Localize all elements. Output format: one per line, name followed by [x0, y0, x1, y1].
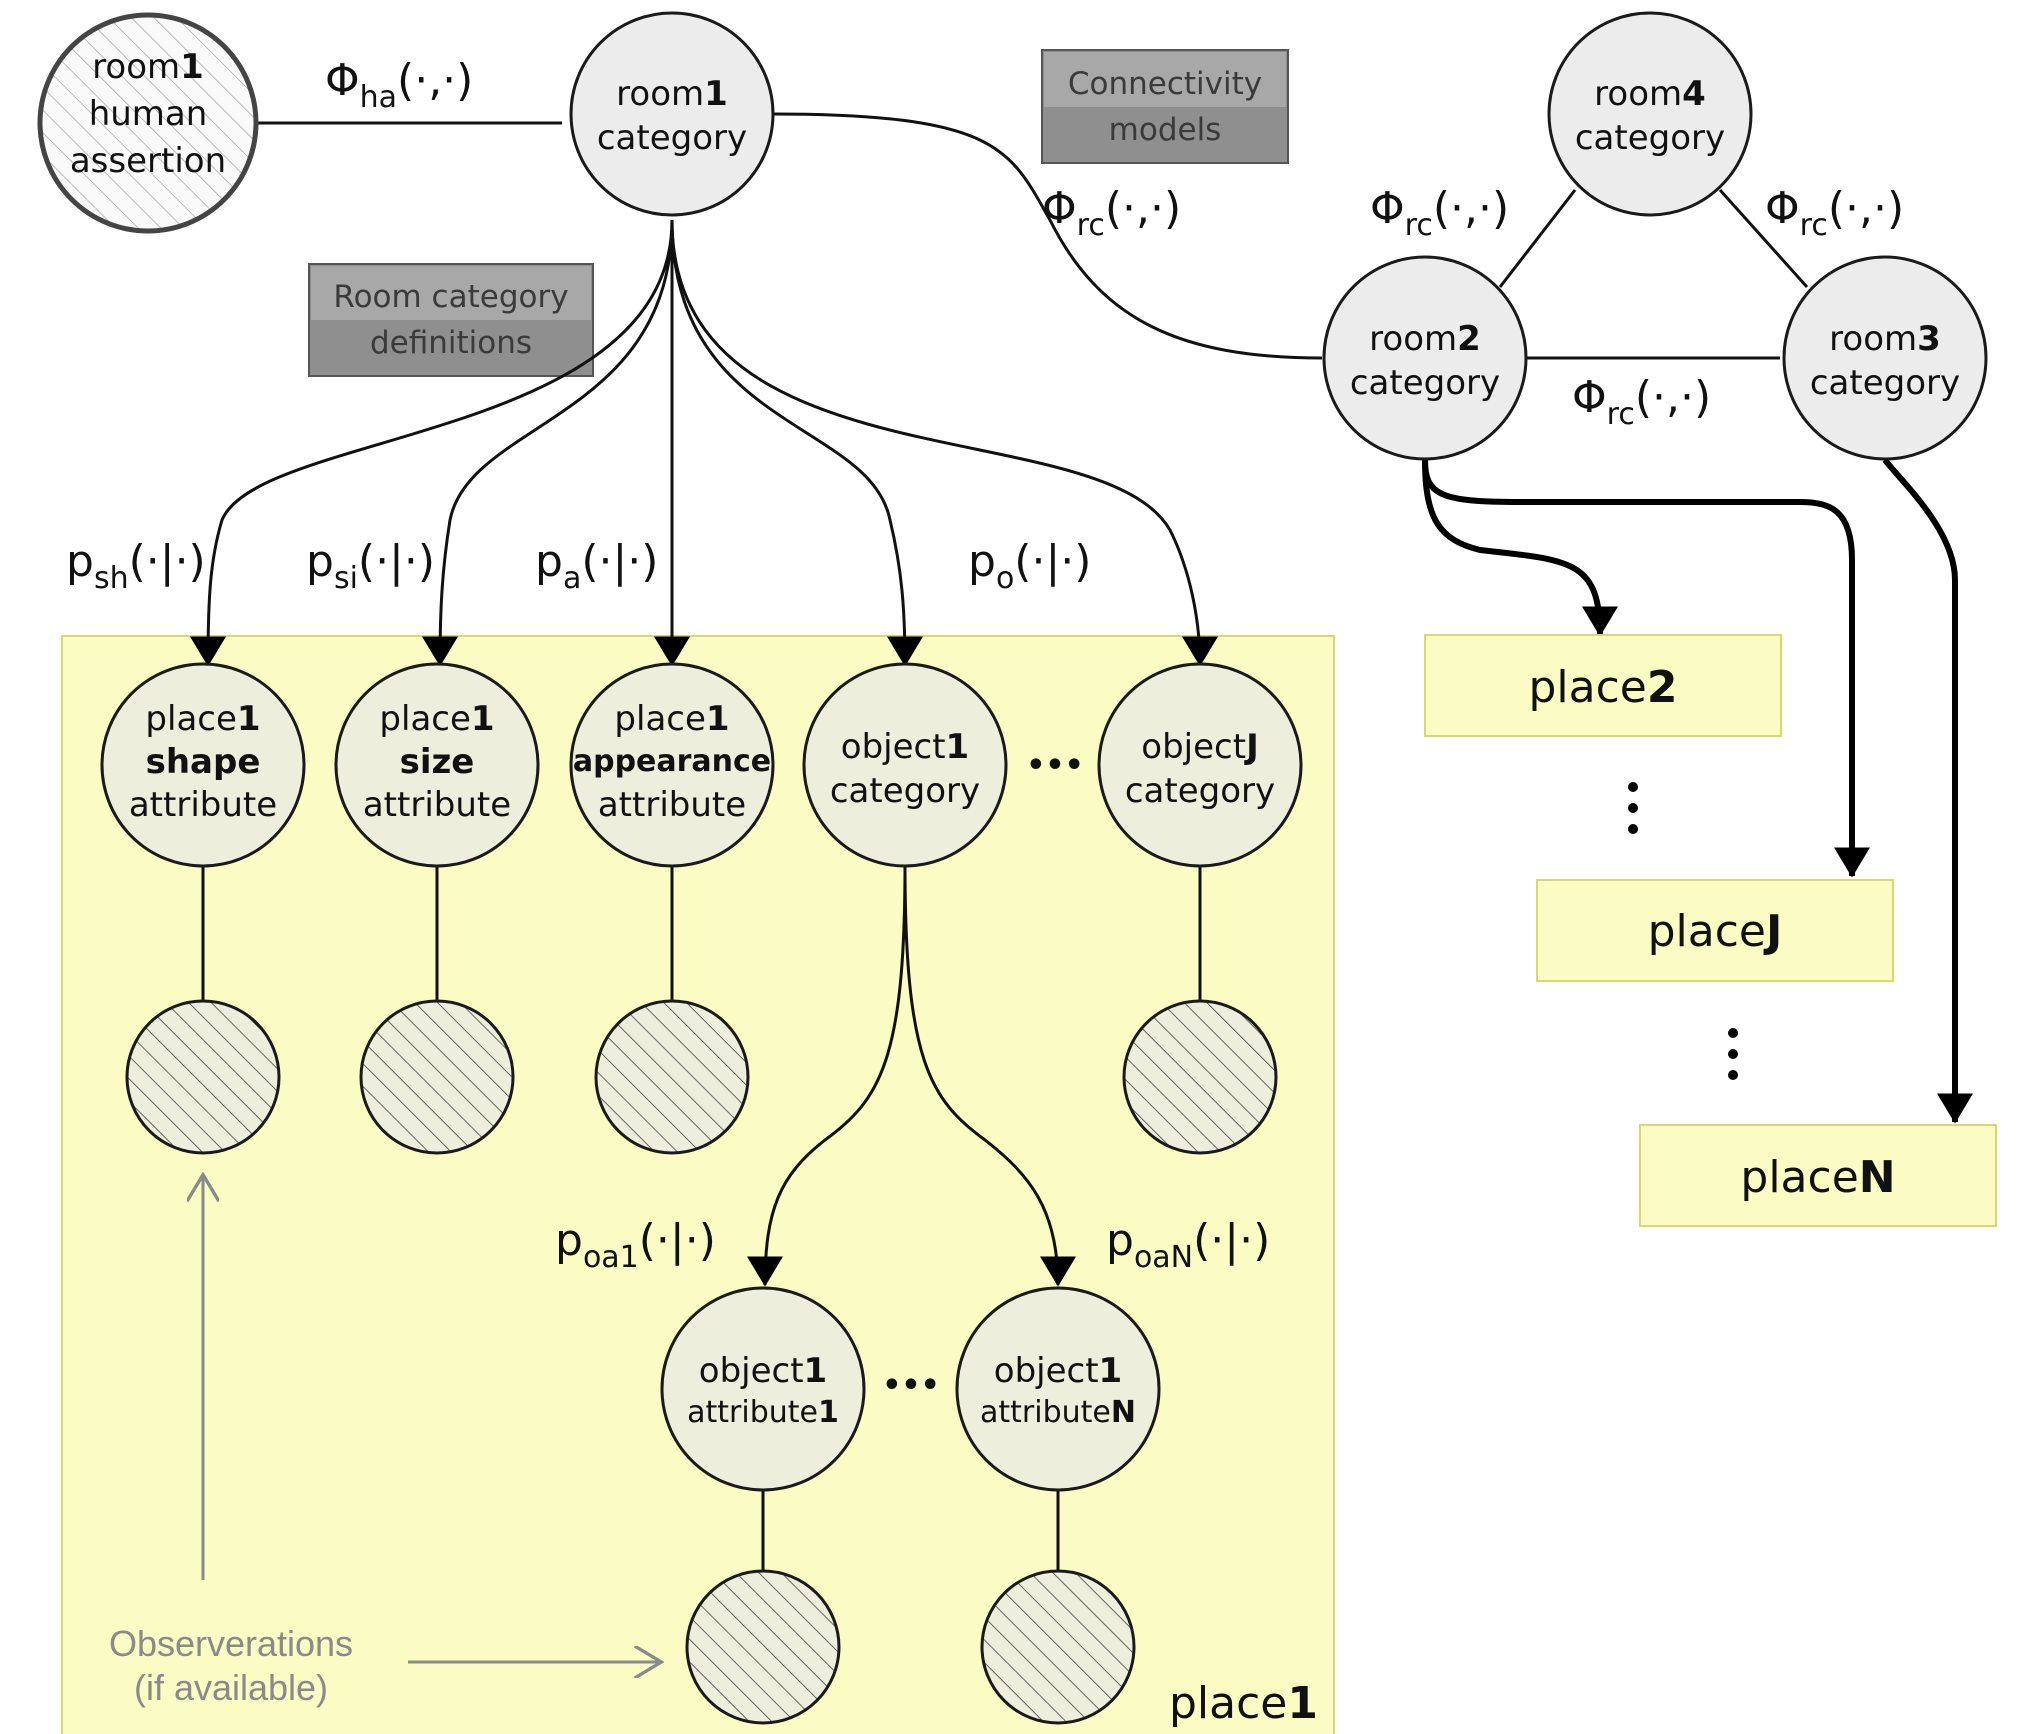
node-object1-attributeN: object1 attributeN	[955, 1286, 1161, 1492]
svg-text:placeJ: placeJ	[1648, 906, 1783, 957]
svg-text:place1: place1	[379, 699, 494, 739]
svg-text:attribute: attribute	[129, 785, 277, 825]
svg-text:object1: object1	[841, 727, 969, 767]
label-p-oaN: poaN(·|·)	[1106, 1215, 1270, 1275]
svg-text:category: category	[1350, 363, 1500, 403]
room-category-definitions-box: Room category definitions	[308, 263, 594, 377]
edge-room1-size	[422, 219, 674, 667]
label-phi-rc-room1-room2: Φrc(·,·)	[1042, 183, 1181, 243]
edge-room1-object1	[670, 219, 923, 667]
svg-text:attributeN: attributeN	[980, 1395, 1136, 1430]
svg-text:attribute: attribute	[598, 785, 746, 825]
edge-room1-shape	[190, 219, 674, 667]
ellipsis-objects: •••	[1026, 748, 1084, 783]
observation-attrN	[980, 1569, 1136, 1725]
svg-text:category: category	[1575, 118, 1725, 158]
placeJ-box: placeJ	[1536, 879, 1894, 982]
observation-appearance	[594, 999, 750, 1155]
connectivity-models-box: Connectivity models	[1041, 49, 1289, 164]
place2-box: place2	[1424, 634, 1782, 737]
edge-object1-attrN	[903, 864, 1076, 1287]
label-p-a: pa(·|·)	[535, 536, 658, 596]
observation-size	[359, 999, 515, 1155]
label-p-oa1: poa1(·|·)	[555, 1215, 716, 1275]
label-phi-ha: Φha(·,·)	[325, 55, 473, 115]
svg-text:objectJ: objectJ	[1141, 727, 1258, 767]
node-room2-category: room2 category	[1322, 255, 1528, 461]
node-object1-category: object1 category	[802, 662, 1008, 868]
room-defs-line1: Room category	[333, 279, 568, 315]
label-p-sh: psh(·|·)	[66, 536, 206, 596]
edge-room2-room4	[1498, 189, 1577, 288]
ellipsis-attributes: •••	[882, 1368, 940, 1403]
edge-room1-objectJ	[670, 219, 1218, 667]
node-room1-category: room1 category	[569, 11, 775, 217]
arrow-room3-placeN	[1882, 458, 1973, 1124]
room-defs-line2: definitions	[370, 325, 532, 361]
svg-text:room3: room3	[1829, 319, 1941, 359]
svg-text:room1: room1	[616, 74, 728, 114]
vertical-ellipsis-1	[1628, 782, 1638, 834]
svg-text:category: category	[597, 118, 747, 158]
node-place1-shape-attribute: place1 shape attribute	[100, 662, 306, 868]
node-room1-human-assertion: room1 human assertion	[37, 12, 259, 234]
arrow-room2-placeJ	[1422, 459, 1870, 878]
node-object1-attribute1: object1 attribute1	[660, 1286, 866, 1492]
svg-text:object1: object1	[699, 1351, 827, 1391]
label-phi-rc-room4-room3: Φrc(·,·)	[1765, 183, 1904, 243]
observation-attr1	[685, 1569, 841, 1725]
node-place1-appearance-attribute: place1 appearance attribute	[569, 662, 775, 868]
node-place1-size-attribute: place1 size attribute	[334, 662, 540, 868]
svg-text:attribute1: attribute1	[687, 1395, 839, 1430]
svg-text:category: category	[1810, 363, 1960, 403]
svg-text:shape: shape	[146, 742, 261, 782]
label-phi-rc-room2-room3: Φrc(·,·)	[1572, 372, 1711, 432]
edge-object1-attr1	[747, 864, 907, 1287]
svg-text:room1: room1	[92, 47, 204, 87]
connectivity-line2: models	[1109, 112, 1222, 148]
svg-text:object1: object1	[994, 1351, 1122, 1391]
label-p-si: psi(·|·)	[306, 536, 435, 596]
edge-room4-room3	[1718, 188, 1809, 289]
svg-text:placeN: placeN	[1740, 1152, 1895, 1203]
svg-text:place2: place2	[1528, 662, 1677, 713]
edge-room1-room2	[771, 112, 1323, 360]
svg-text:place1: place1	[145, 699, 260, 739]
svg-text:attribute: attribute	[363, 785, 511, 825]
vertical-ellipsis-2	[1728, 1028, 1738, 1080]
svg-text:category: category	[830, 771, 980, 811]
label-phi-rc-room2-room4: Φrc(·,·)	[1370, 183, 1509, 243]
place1-label: place1	[1169, 1678, 1318, 1729]
svg-text:room2: room2	[1369, 319, 1481, 359]
svg-text:category: category	[1125, 771, 1275, 811]
observations-line2: (if available)	[134, 1667, 328, 1708]
observation-shape	[125, 999, 281, 1155]
node-room4-category: room4 category	[1547, 11, 1753, 217]
svg-text:place1: place1	[614, 699, 729, 739]
arrow-room2-place2	[1422, 459, 1618, 637]
label-p-o: po(·|·)	[968, 536, 1091, 596]
svg-text:assertion: assertion	[70, 141, 226, 181]
node-objectJ-category: objectJ category	[1097, 662, 1303, 868]
placeN-box: placeN	[1639, 1124, 1997, 1227]
svg-text:human: human	[89, 94, 208, 134]
svg-text:room4: room4	[1594, 74, 1706, 114]
svg-text:appearance: appearance	[573, 744, 771, 779]
svg-text:size: size	[400, 742, 475, 782]
connectivity-line1: Connectivity	[1068, 66, 1262, 102]
node-room3-category: room3 category	[1782, 255, 1988, 461]
observations-line1: Observerations	[109, 1623, 353, 1664]
observation-objectJ	[1122, 999, 1278, 1155]
